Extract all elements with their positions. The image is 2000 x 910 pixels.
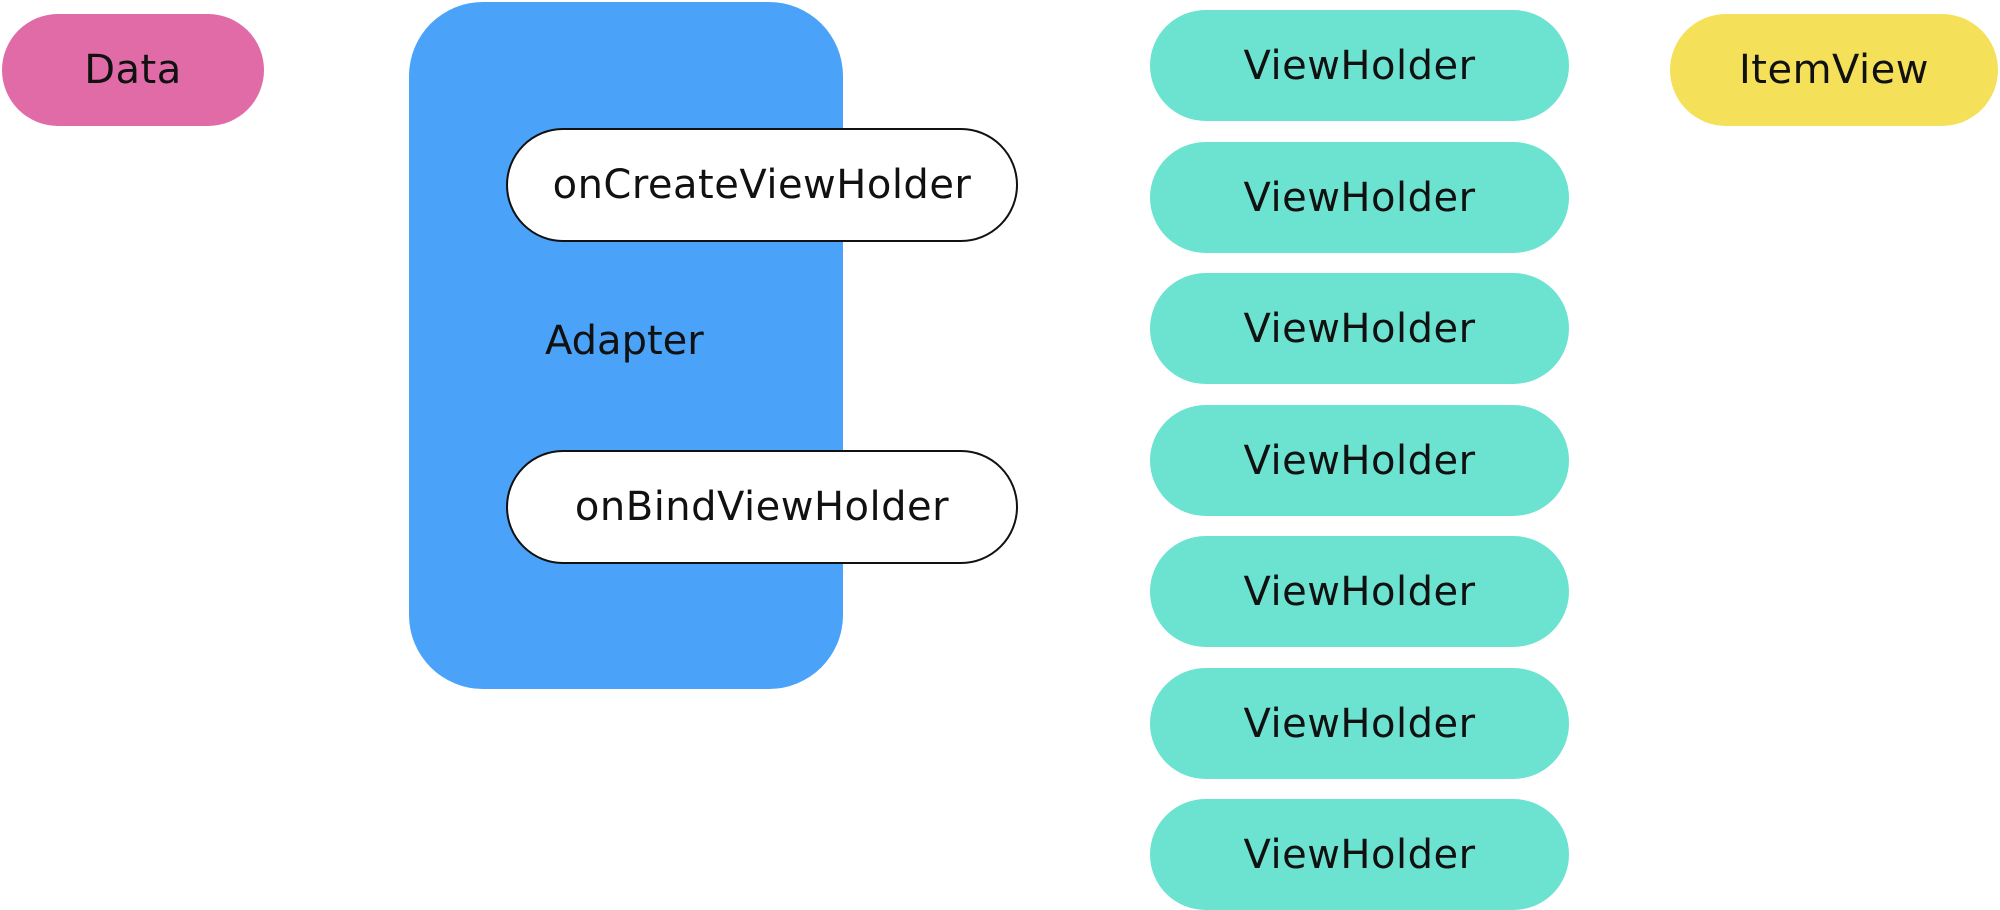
viewholder-pill: ViewHolder	[1150, 668, 1569, 779]
on-bind-view-holder-pill: onBindViewHolder	[506, 450, 1018, 564]
on-create-view-holder-pill: onCreateViewHolder	[506, 128, 1018, 242]
viewholder-pill: ViewHolder	[1150, 536, 1569, 647]
data-node: Data	[2, 14, 264, 126]
adapter-box	[409, 2, 843, 689]
adapter-label: Adapter	[545, 318, 704, 364]
viewholder-pill: ViewHolder	[1150, 405, 1569, 516]
viewholder-pill: ViewHolder	[1150, 142, 1569, 253]
viewholder-pill: ViewHolder	[1150, 273, 1569, 384]
viewholder-pill: ViewHolder	[1150, 799, 1569, 910]
itemview-node: ItemView	[1670, 14, 1998, 126]
viewholder-pill: ViewHolder	[1150, 10, 1569, 121]
